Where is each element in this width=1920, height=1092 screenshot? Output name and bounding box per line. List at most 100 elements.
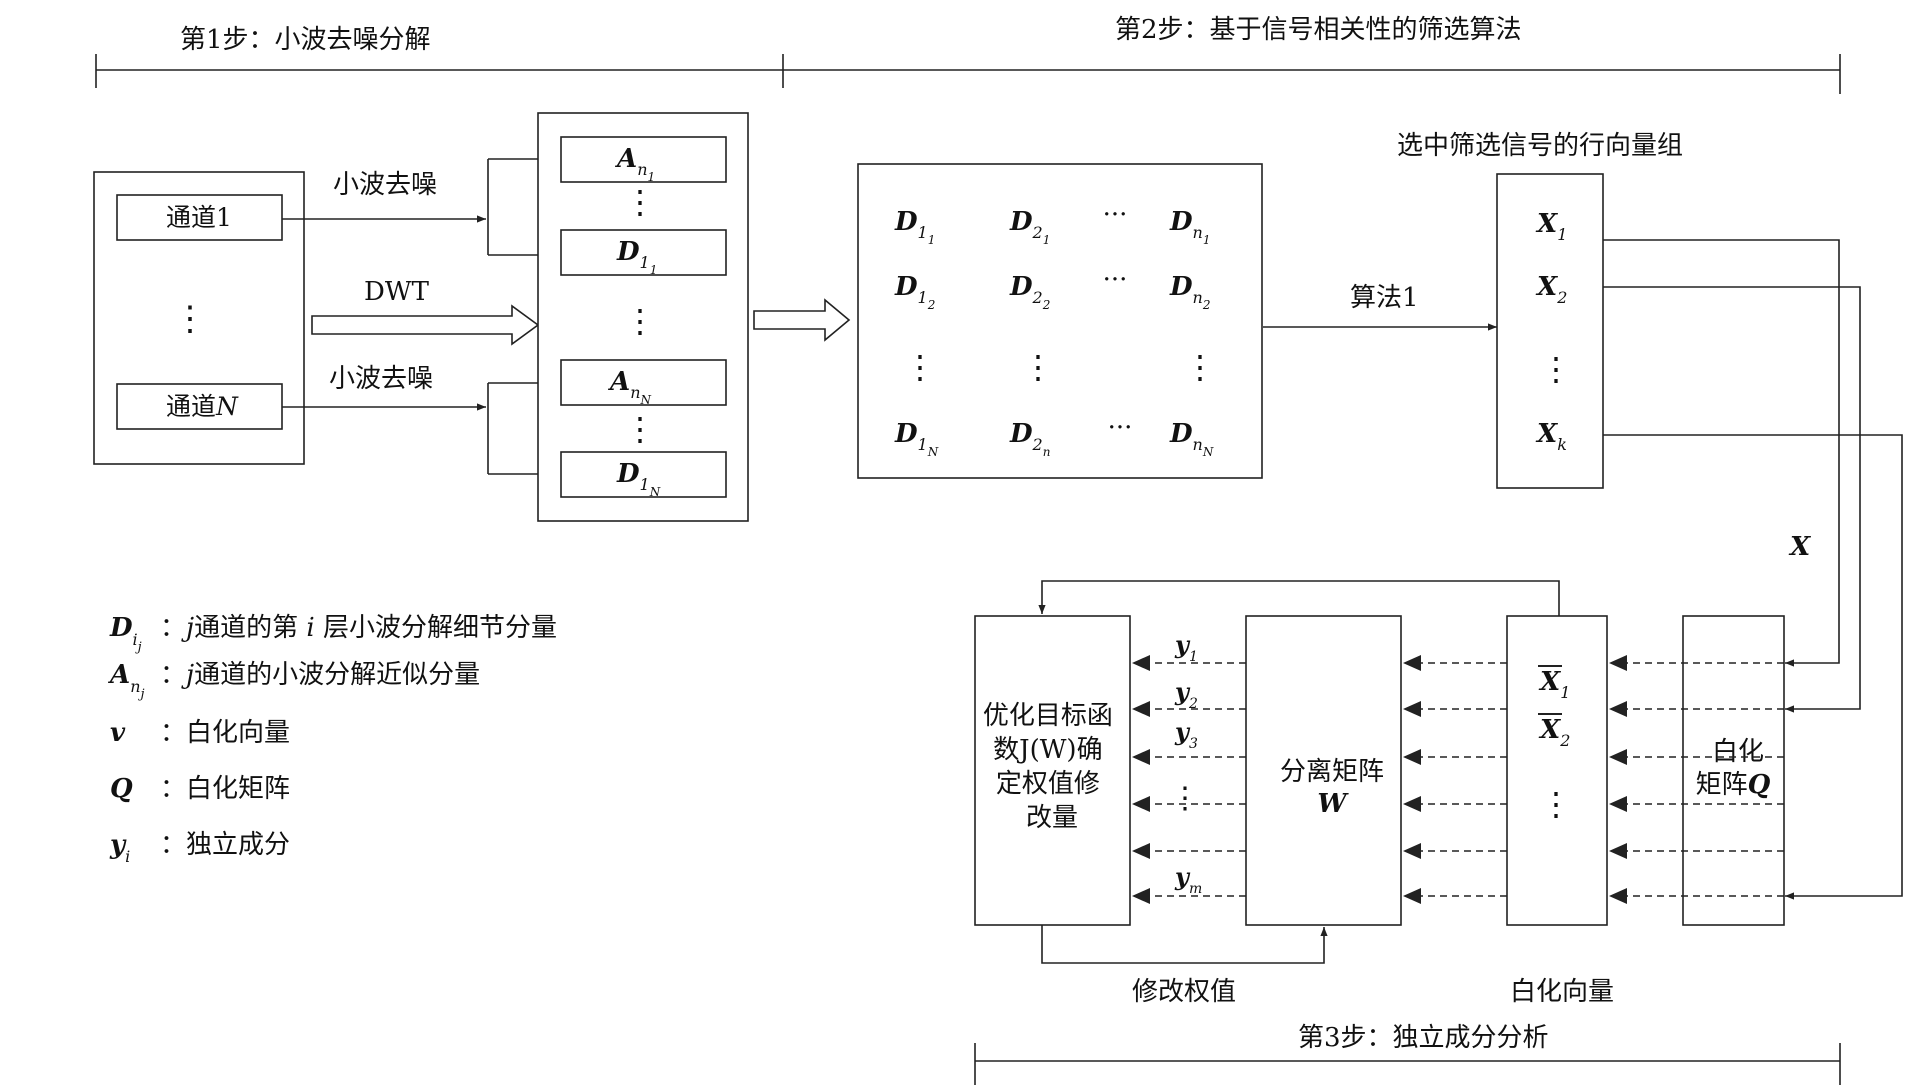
x1-to-whitening — [1603, 239, 1840, 667]
legend-item-4: yi — [109, 830, 130, 866]
channel-n-label: 通道N — [166, 392, 239, 421]
matrix-cell-0-1-sub: 2 — [1032, 223, 1043, 242]
dashed-arrowhead-5-1 — [1403, 888, 1421, 904]
matrix-cell-0-2: Dn1 — [1169, 207, 1211, 247]
legend-item-0-desc: ：j通道的第 i 层小波分解细节分量 — [160, 613, 557, 643]
matrix-cell-0-0: D11 — [894, 207, 935, 247]
matrix-cell-2-1-symbol: D — [1009, 419, 1033, 449]
separation-matrix-box[interactable] — [1245, 615, 1402, 926]
y-label-1: y2 — [1174, 677, 1198, 712]
whitening-line-2: 矩阵Q — [1696, 770, 1771, 800]
channel-dots: ⋮ — [173, 299, 207, 339]
matrix-cell-2-2: DnN — [1169, 419, 1214, 459]
whitening-matrix-word: 矩阵 — [1696, 770, 1748, 800]
matrix-cell-1-1-symbol: D — [1009, 272, 1033, 302]
selected-x-1-symbol: X — [1535, 272, 1559, 302]
whitening-line-1: 白化 — [1712, 737, 1764, 767]
legend-item-3: Q — [110, 774, 133, 804]
optimize-line-1: 优化目标函 — [983, 701, 1113, 731]
legend-item-1-subsub: j — [138, 687, 145, 702]
legend-item-4-symbol: y — [109, 830, 127, 860]
whitened-to-optimize-feedback — [1038, 580, 1560, 616]
wavelet-out-a-n1[interactable] — [560, 136, 727, 183]
wavelet-label-2-sub: n — [630, 383, 640, 402]
legend-item-0-sep: ： — [160, 613, 186, 643]
dashed-arrowhead-4-2 — [1132, 843, 1150, 859]
matrix-cell-2-0: D1N — [894, 419, 939, 459]
y-dots: ⋮ — [1170, 781, 1200, 816]
selected-x-1-sub: 2 — [1556, 288, 1567, 307]
x2-to-whitening — [1603, 286, 1861, 713]
dashed-arrowhead-5-2 — [1132, 888, 1150, 904]
selected-x-0-symbol: X — [1535, 209, 1559, 239]
channel-1-box[interactable] — [116, 194, 283, 241]
legend-item-3-sep: ： — [160, 774, 186, 804]
wavelet-dots-3: ⋮ — [624, 410, 656, 448]
wavelet-out-d-1n[interactable] — [560, 451, 727, 498]
legend-item-0-text: 通道的第 — [194, 613, 298, 643]
y-label-0-sub: 1 — [1189, 649, 1198, 665]
separation-matrix-symbol: W — [1317, 789, 1349, 819]
wavelet-label-2-symbol: A — [607, 367, 630, 397]
matrix-hdots-2: ··· — [1103, 265, 1128, 295]
legend: Dij：j通道的第 i 层小波分解细节分量Anj：j通道的小波分解近似分量v：白… — [107, 613, 557, 866]
dashed-arrowhead-3-2 — [1132, 796, 1150, 812]
whitening-matrix-symbol: Q — [1748, 770, 1771, 800]
matrix-hdots-1: ··· — [1103, 200, 1128, 230]
dwt-hollow-arrow — [311, 304, 540, 346]
whitened-vdots: ⋮ — [1540, 785, 1572, 823]
selected-vectors-box — [1496, 173, 1604, 489]
selected-vdots: ⋮ — [1540, 350, 1572, 388]
legend-item-1: Anj — [107, 660, 145, 702]
y-label-0: y1 — [1174, 630, 1198, 665]
matrix-cell-2-0-symbol: D — [894, 419, 918, 449]
channel-1-label: 通道1 — [166, 203, 232, 232]
wavelet-label-0-sub: n — [637, 160, 647, 179]
wavelet-label-1: D11 — [616, 237, 657, 277]
dashed-arrowhead-3-0 — [1609, 796, 1627, 812]
whitened-x-0: X1 — [1538, 667, 1570, 702]
matrix-cell-1-1: D22 — [1009, 272, 1050, 312]
optimize-objective-box[interactable] — [974, 615, 1131, 926]
wavelet-label-3-symbol: D — [616, 459, 640, 489]
matrix-cell-1-1-sub: 2 — [1032, 288, 1043, 307]
wavelet-dots-2: ⋮ — [624, 302, 656, 340]
channel-1-prefix: 通道 — [166, 203, 216, 232]
matrix-cell-0-1-subsub: 1 — [1043, 233, 1051, 247]
whitened-x-1: X2 — [1538, 715, 1570, 750]
x-vector-label: X — [1788, 532, 1812, 562]
dashed-arrowhead-5-0 — [1609, 888, 1627, 904]
legend-item-2-symbol: v — [110, 718, 126, 748]
wavelet-out-d-11[interactable] — [560, 229, 727, 276]
whitened-x-0-sub: 1 — [1560, 683, 1570, 702]
matrix-cell-2-2-sub: n — [1193, 435, 1203, 454]
wavelet-label-3: D1N — [616, 459, 661, 499]
matrix-cell-1-0: D12 — [894, 272, 935, 312]
legend-item-4-text: 独立成分 — [186, 830, 290, 860]
whitened-vectors-box[interactable] — [1506, 615, 1608, 926]
y-label-2: y3 — [1174, 717, 1198, 752]
step3-label: 第3步：独立成分分析 — [1298, 1023, 1549, 1053]
matrix-cell-2-2-subsub: N — [1202, 445, 1214, 459]
matrix-cell-1-0-symbol: D — [894, 272, 918, 302]
wavelet-label-1-sub: 1 — [640, 253, 650, 272]
legend-item-1-symbol: A — [107, 660, 130, 690]
matrix-cell-0-0-sub: 1 — [918, 223, 928, 242]
legend-item-1-text: 通道的小波分解近似分量 — [194, 660, 480, 690]
wavelet-label-2: AnN — [607, 367, 652, 407]
legend-item-3-text: 白化矩阵 — [186, 774, 290, 804]
whitening-matrix-box[interactable] — [1682, 615, 1785, 926]
y-label-3-sub: m — [1189, 881, 1202, 897]
dashed-arrowhead-4-0 — [1609, 843, 1627, 859]
wavelet-out-a-nn[interactable] — [560, 359, 727, 406]
dashed-arrowhead-2-2 — [1132, 749, 1150, 765]
channel-1-number: 1 — [216, 203, 232, 232]
detail-matrix-box — [857, 163, 1263, 479]
wavelet-label-0-subsub: 1 — [648, 170, 656, 184]
matrix-cell-1-2: Dn2 — [1169, 272, 1211, 312]
legend-item-4-desc: ：独立成分 — [160, 830, 290, 860]
